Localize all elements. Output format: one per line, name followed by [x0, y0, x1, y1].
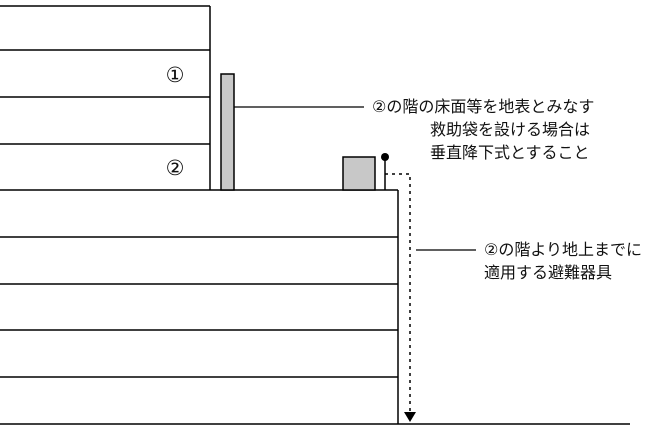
- descent-path: [385, 173, 411, 416]
- chute-annotation: ②の階の床面等を地表とみなす 救助袋を設ける場合は 垂直降下式とすること: [372, 97, 594, 162]
- vertical-chute: [220, 73, 235, 191]
- device-note-line-2: 適用する避難器具: [484, 263, 612, 282]
- device-annotation: ②の階より地上までに 適用する避難器具: [484, 240, 642, 282]
- descent-arrowhead: [404, 412, 416, 422]
- evacuation-device-box: [342, 156, 376, 191]
- chute-note-line-3: 垂直降下式とすること: [430, 143, 590, 162]
- upper-building: [0, 5, 211, 190]
- chute-note-line-2: 救助袋を設ける場合は: [430, 120, 590, 139]
- floor-marker-1: ①: [166, 63, 185, 87]
- floor-marker-2: ②: [166, 156, 185, 180]
- device-note-line-1: ②の階より地上までに: [484, 240, 642, 259]
- lower-building: [0, 189, 399, 424]
- chute-note-line-1: ②の階の床面等を地表とみなす: [372, 97, 594, 116]
- device-pole-knob: [381, 153, 389, 161]
